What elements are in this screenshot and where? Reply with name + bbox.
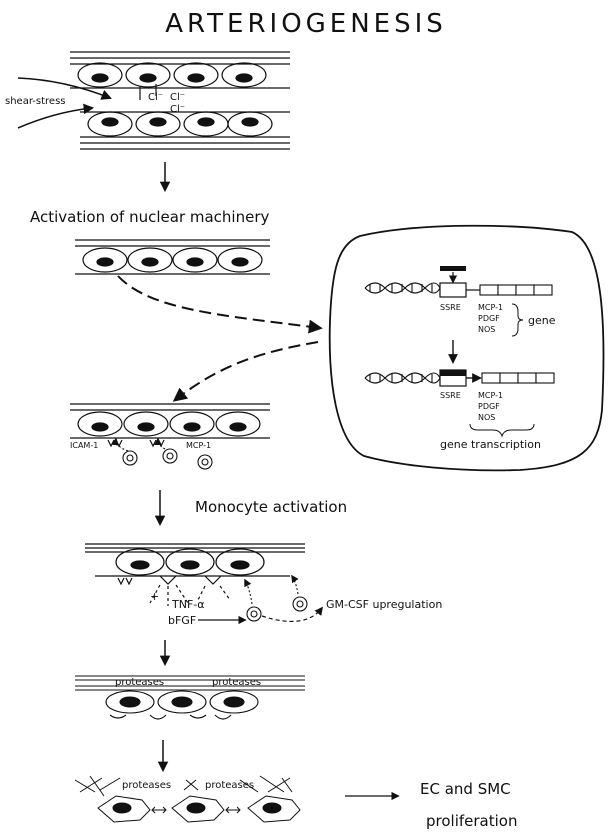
proteases-label-1: proteases [115, 677, 164, 688]
plus-label: + [150, 590, 159, 603]
proteases-label-4: proteases [205, 780, 254, 791]
proliferation-label: proliferation [426, 812, 517, 830]
monocyte-activation-caption: Monocyte activation [195, 498, 347, 516]
gene-pdgf-top: PDGF [478, 314, 500, 323]
tnf-label: TNF-α [171, 598, 205, 611]
ssre-box-top [440, 283, 466, 297]
nucleus-outline [330, 226, 604, 471]
icam-label: ICAM-1 [70, 441, 98, 450]
gene-mcp1-bottom: MCP-1 [478, 391, 503, 400]
cell-proliferation [75, 776, 300, 822]
ec-smc-label: EC and SMC [420, 780, 511, 798]
endothelium-activated [75, 240, 270, 274]
gene-boxes-bottom [482, 373, 554, 383]
gene-boxes-top [480, 285, 552, 295]
shear-stress-label: shear-stress [5, 96, 66, 107]
bfgf-label: bFGF [168, 614, 196, 627]
dna-helix-bottom [365, 373, 440, 383]
activated-monocytes [245, 576, 307, 621]
transcription-brace [470, 424, 534, 436]
ssre-label-bottom: SSRE [440, 391, 461, 400]
gmcsf-arrow [262, 608, 322, 621]
dashed-arrow-to-nucleus [118, 276, 320, 328]
shear-arrow-bottom [18, 108, 92, 128]
gene-brace [512, 304, 523, 336]
gene-pdgf-bottom: PDGF [478, 402, 500, 411]
dashed-arrow-from-nucleus [175, 342, 318, 400]
gene-nos-top: NOS [478, 325, 495, 334]
proteases-label-2: proteases [212, 677, 261, 688]
diagram-title: ARTERIOGENESIS [165, 9, 447, 39]
gene-nos-bottom: NOS [478, 413, 495, 422]
gene-mcp1-top: MCP-1 [478, 303, 503, 312]
vessel-proteases [75, 676, 305, 719]
ssre-label-top: SSRE [440, 303, 461, 312]
endothelium-adhesion [70, 404, 270, 446]
bound-factor-top [440, 266, 466, 271]
dna-helix-top [365, 283, 440, 293]
vessel-monocyte-adhesion [85, 544, 305, 606]
chloride-label-3: Cl⁻ [170, 104, 185, 115]
gene-label: gene [528, 314, 556, 327]
gmcsf-label: GM-CSF upregulation [326, 598, 442, 611]
chloride-label-1: Cl⁻ [148, 92, 163, 103]
gene-transcription-label: gene transcription [440, 438, 541, 451]
chloride-label-2: Cl⁻ [170, 92, 185, 103]
proteases-label-3: proteases [122, 780, 171, 791]
activation-caption: Activation of nuclear machinery [30, 208, 270, 226]
bound-factor-bottom [440, 370, 466, 376]
mcp-receptor-label: MCP-1 [186, 441, 211, 450]
